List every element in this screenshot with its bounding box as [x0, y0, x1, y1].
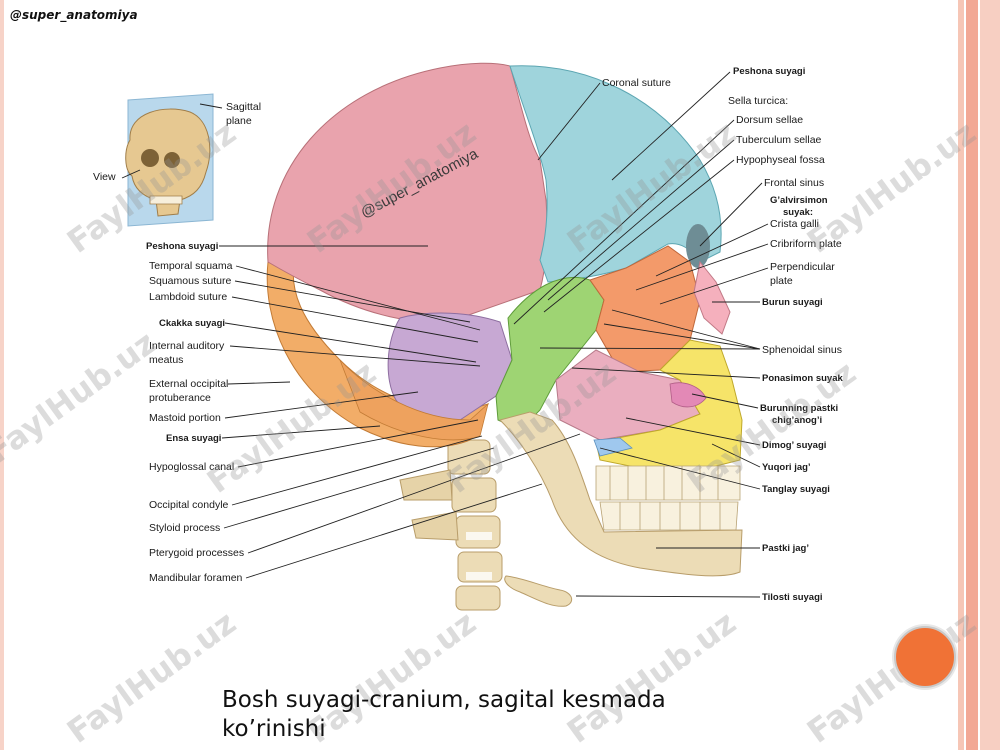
label-tanglay-suyagi: Tanglay suyagi — [762, 484, 830, 495]
label-burun-suyagi: Burun suyagi — [762, 297, 823, 308]
label-sphenoidal-sinus: Sphenoidal sinus — [762, 344, 842, 356]
label-external-occipital-protuberance: protuberance — [149, 392, 211, 404]
label-internal-auditory-meatus: meatus — [149, 354, 183, 366]
label-external-occipital: External occipital — [149, 378, 228, 390]
label-coronal-suture: Coronal suture — [602, 77, 671, 89]
label-mandibular-foramen: Mandibular foramen — [149, 572, 243, 584]
parietal-bone — [267, 62, 548, 323]
label-sella-turcica: Sella turcica: — [728, 95, 788, 107]
caption-line: Bosh suyagi-cranium, sagital kesmada — [222, 687, 666, 713]
occipital-inner — [339, 359, 489, 441]
sagittal-inset — [121, 93, 223, 227]
label-cribriform-plate: Cribriform plate — [770, 238, 842, 250]
label-pterygoid-processes: Pterygoid processes — [149, 547, 244, 559]
inset-orbit — [141, 149, 159, 167]
inset-teeth — [149, 195, 183, 205]
inset-orbit — [164, 152, 180, 168]
label-burunning-pastki-chiganogi: chig’anog’i — [772, 415, 822, 426]
label-lambdoid-suture: Lambdoid suture — [149, 291, 227, 303]
label-perpendicular-plate: plate — [770, 275, 793, 287]
label-galvirsimon-suyak: suyak: — [783, 207, 813, 218]
label-perpendicular: Perpendicular — [770, 261, 835, 273]
label-peshona-suyagi-left: Peshona suyagi — [146, 241, 218, 252]
inferior-concha — [669, 382, 707, 408]
palatine-bone — [593, 437, 633, 457]
leader-line — [199, 103, 223, 109]
label-view: View — [93, 171, 116, 183]
border-stripe — [0, 0, 4, 750]
skull-sagittal-diagram: @super_anatomiya Sagittal plane View Pes… — [93, 62, 843, 611]
label-galvirsimon: G’alvirsimon — [770, 195, 828, 206]
border-stripe — [958, 0, 964, 750]
label-pastki-jag: Pastki jag’ — [762, 543, 809, 554]
label-dorsum-sellae: Dorsum sellae — [736, 114, 803, 126]
label-tilosti-suyagi: Tilosti suyagi — [762, 592, 823, 603]
label-burunning-pastki: Burunning pastki — [760, 403, 838, 414]
nasal-bone — [693, 260, 731, 335]
label-temporal-squama: Temporal squama — [149, 260, 233, 272]
right-labels: Coronal suture Peshona suyagi Sella turc… — [602, 66, 843, 603]
label-ponasimon-suyak: Ponasimon suyak — [762, 373, 843, 384]
frontal-sinus — [686, 224, 710, 268]
label-squamous-suture: Squamous suture — [149, 275, 231, 287]
right-leader-lines — [513, 71, 769, 598]
label-ckakka-suyagi: Ckakka suyagi — [159, 318, 225, 329]
label-dimog-suyagi: Dimog’ suyagi — [762, 440, 826, 451]
label-occipital-condyle: Occipital condyle — [149, 499, 229, 511]
orange-circle-decoration — [894, 626, 956, 688]
label-mastoid-portion: Mastoid portion — [149, 412, 221, 424]
leader-line — [121, 169, 141, 179]
mandible — [499, 411, 743, 577]
label-tuberculum-sellae: Tuberculum sellae — [736, 134, 822, 146]
border-stripe — [966, 0, 978, 750]
label-frontal-sinus: Frontal sinus — [764, 177, 824, 189]
left-labels: Peshona suyagi Temporal squama Squamous … — [146, 241, 244, 584]
label-ensa-suyagi: Ensa suyagi — [166, 433, 221, 444]
label-hypophyseal-fossa: Hypophyseal fossa — [736, 154, 825, 166]
label-crista-galli: Crista galli — [770, 218, 819, 230]
author-handle: @super_anatomiya — [10, 8, 138, 22]
hyoid-bone — [504, 575, 573, 607]
cervical-spine — [399, 439, 503, 611]
caption-line: ko’rinishi — [222, 716, 326, 742]
skull — [266, 62, 743, 611]
label-hypoglossal-canal: Hypoglossal canal — [149, 461, 234, 473]
label-yuqori-jag: Yuqori jag’ — [762, 462, 811, 473]
frontal-bone — [509, 65, 722, 283]
label-sagittal-plane: plane — [226, 115, 252, 127]
slide-caption: Bosh suyagi-cranium, sagital kesmada ko’… — [222, 686, 782, 744]
label-styloid-process: Styloid process — [149, 522, 220, 534]
label-peshona-suyagi-right: Peshona suyagi — [733, 66, 805, 77]
label-internal-auditory: Internal auditory — [149, 340, 225, 352]
label-sagittal: Sagittal — [226, 101, 261, 113]
border-stripe — [980, 0, 1000, 750]
left-leader-lines — [219, 245, 581, 579]
